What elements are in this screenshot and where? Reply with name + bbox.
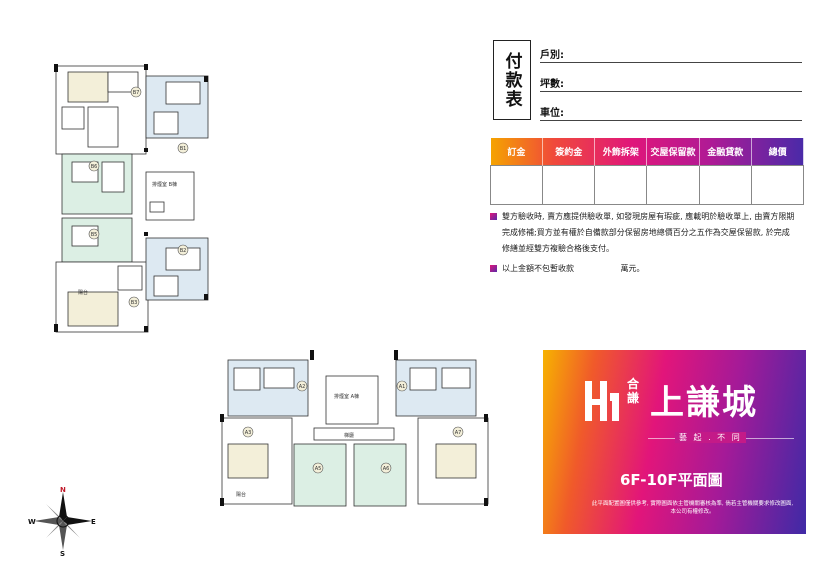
cell-retention[interactable] bbox=[646, 165, 700, 205]
note-line: 雙方驗收時, 賣方應提供驗收單, 如發現房屋有瑕疵, 應載明於驗收單上, 由賣方… bbox=[502, 212, 795, 221]
col-signing: 簽約金 bbox=[542, 138, 596, 166]
cell-scaffold[interactable] bbox=[594, 165, 648, 205]
unit-label-b5: B5 bbox=[91, 232, 98, 238]
unit-label-b1: B1 bbox=[180, 146, 187, 152]
note-amount: 以上金額不包暫收款 萬元。 bbox=[490, 261, 810, 277]
brand-slogan: 藝 起 . 不 同 bbox=[675, 432, 746, 443]
floor-title: 6F-10F平面圖 bbox=[620, 471, 723, 489]
bullet-icon bbox=[490, 213, 497, 220]
note-unit: 萬元。 bbox=[620, 264, 645, 273]
note-line: 完成修補;買方並有權於自備款部分保留房地總價百分之五作為交屋保留款, 於完成 bbox=[502, 228, 790, 237]
floor-plan-b: B7 B1 B6 B2 B5 B3 排煙室 B棟 陽台 bbox=[54, 64, 209, 333]
unit-label-a6: A6 bbox=[383, 466, 390, 472]
note-line: 修繕並經雙方複驗合格後支付。 bbox=[502, 244, 614, 253]
cell-deposit[interactable] bbox=[489, 165, 544, 205]
col-scaffold: 外飾拆架 bbox=[594, 138, 648, 166]
unit-label-a5: A5 bbox=[315, 466, 322, 472]
brand-panel bbox=[543, 350, 806, 534]
unit-label-a1: A1 bbox=[399, 384, 406, 390]
col-total: 總價 bbox=[768, 148, 787, 158]
note-inspection: 雙方驗收時, 賣方應提供驗收單, 如發現房屋有瑕疵, 應載明於驗收單上, 由賣方… bbox=[490, 209, 810, 257]
payment-table-header: 訂金 簽約金 外飾拆架 交屋保留款 金融貸款 總價 bbox=[490, 138, 804, 166]
payment-table-title-box: 付款表 bbox=[493, 40, 531, 120]
compass-n: N bbox=[60, 486, 66, 494]
payment-table-title: 付款表 bbox=[501, 51, 522, 109]
brand-small-text: 合謙 bbox=[627, 377, 640, 405]
unit-label-a7: A7 bbox=[455, 430, 462, 436]
unit-label-b7: B7 bbox=[133, 90, 140, 96]
unit-label-b2: B2 bbox=[180, 248, 187, 254]
unit-label-b6: B6 bbox=[91, 164, 98, 170]
compass-e: E bbox=[91, 518, 96, 526]
balcony-label: 陽台 bbox=[236, 491, 246, 498]
col-retention: 交屋保留款 bbox=[646, 138, 700, 166]
compass-s: S bbox=[60, 550, 65, 556]
col-loan: 金融貸款 bbox=[699, 138, 752, 166]
area-field-label: 坪數: bbox=[540, 79, 564, 90]
note-line: 以上金額不包暫收款 bbox=[502, 264, 574, 273]
cell-total[interactable] bbox=[750, 165, 805, 205]
balcony-label: 陽台 bbox=[78, 289, 88, 296]
corridor-label: 梯廳 bbox=[344, 432, 354, 439]
brand-name: 上謙城 bbox=[650, 383, 758, 423]
col-deposit: 訂金 bbox=[490, 138, 544, 166]
unit-label-a3: A3 bbox=[245, 430, 252, 436]
core-label-b: 排煙室 B棟 bbox=[152, 181, 177, 188]
area-field[interactable]: 坪數: bbox=[540, 71, 802, 92]
bullet-icon bbox=[490, 265, 497, 272]
compass-w: W bbox=[28, 518, 36, 526]
payment-table-row bbox=[489, 165, 805, 205]
cell-loan[interactable] bbox=[698, 165, 752, 205]
unit-label-a2: A2 bbox=[299, 384, 306, 390]
cell-signing[interactable] bbox=[542, 165, 596, 205]
compass-rose-icon: N S E W bbox=[28, 486, 96, 556]
floor-plan-a: A2 A1 A3 A7 A5 A6 排煙室 A棟 梯廳 陽台 bbox=[220, 350, 489, 507]
unit-field[interactable]: 戶別: bbox=[540, 42, 802, 63]
unit-field-label: 戶別: bbox=[540, 50, 564, 61]
core-label-a: 排煙室 A棟 bbox=[334, 393, 359, 400]
payment-table: 訂金 簽約金 外飾拆架 交屋保留款 金融貸款 總價 bbox=[489, 138, 805, 205]
parking-field[interactable]: 車位: bbox=[540, 100, 802, 121]
disclaimer: 此平面配置圖僅供參考, 實際圖面依主管機關審核為準, 倘若主管機關要求修改圖面,… bbox=[591, 501, 794, 515]
unit-label-b3: B3 bbox=[131, 300, 138, 306]
brand-logo-icon bbox=[585, 381, 619, 421]
parking-field-label: 車位: bbox=[540, 108, 564, 119]
